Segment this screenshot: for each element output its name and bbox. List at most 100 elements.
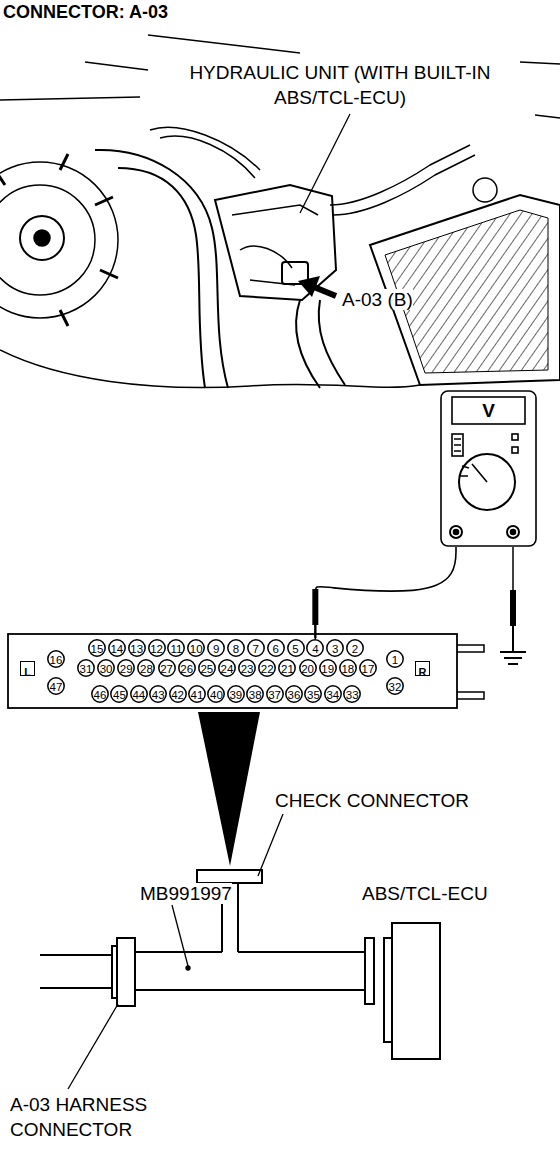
side-letter: R	[419, 667, 427, 678]
strut-rib	[0, 154, 118, 326]
terminal-pin: 10	[187, 639, 205, 657]
terminal-pin: 29	[117, 659, 135, 677]
terminal-pin: 5	[287, 639, 305, 657]
pin-number: 14	[110, 640, 123, 658]
pin-number: 43	[152, 686, 165, 704]
terminal-pin: 20	[299, 659, 317, 677]
pin-number: 21	[281, 660, 294, 678]
harness-adapter	[40, 870, 374, 1006]
terminal-pin: 13	[128, 639, 146, 657]
pin-number: 26	[180, 660, 193, 678]
voltmeter-body	[441, 391, 536, 546]
terminal-pin: 18	[339, 659, 357, 677]
leader-line	[172, 905, 188, 966]
probe-handle	[312, 589, 318, 625]
leader-dot	[186, 966, 190, 970]
terminal-pin: 36	[285, 685, 303, 703]
title-block: CONNECTOR: A-03	[3, 2, 168, 23]
pin-number: 45	[113, 686, 126, 704]
hood-line	[520, 62, 560, 64]
pin-number: 47	[50, 678, 63, 696]
pin-number: 31	[80, 660, 93, 678]
terminal-pin: 23	[238, 659, 256, 677]
strut-tower	[0, 162, 118, 318]
ecu-side-connector	[365, 938, 374, 1004]
pin-number: 23	[241, 660, 254, 678]
pin-number: 6	[272, 640, 278, 658]
hood-line	[148, 35, 300, 53]
leader-line	[258, 814, 283, 876]
tool-number: MB991997	[140, 883, 232, 904]
brake-pipe	[160, 136, 255, 178]
terminal-pin: 4	[306, 639, 324, 657]
pin-number: 3	[332, 640, 338, 658]
terminal-pin: 26	[178, 659, 196, 677]
adapter-harness	[135, 952, 365, 990]
terminal-pin: 34	[324, 685, 342, 703]
terminal-pin: 32	[386, 677, 404, 695]
pin-number: 39	[229, 686, 242, 704]
label-box: A-03 (B)	[342, 287, 413, 312]
harness-connector	[117, 938, 135, 1006]
pin-number: 42	[171, 686, 184, 704]
pin-number: 17	[362, 660, 375, 678]
hose	[319, 300, 345, 385]
pin-number: 2	[352, 640, 358, 658]
pin-number: 41	[191, 686, 204, 704]
part-label: A-03 HARNESS CONNECTOR	[10, 1094, 147, 1140]
side-marker: R	[415, 661, 430, 676]
terminal-pin: 42	[169, 685, 187, 703]
pin-number: 24	[221, 660, 234, 678]
side-marker: L	[20, 661, 35, 676]
pin-number: 13	[130, 640, 143, 658]
terminal-pin: 11	[167, 639, 185, 657]
terminal-pin: 47	[47, 677, 65, 695]
probe-handle	[510, 590, 516, 626]
meter-dial	[459, 454, 515, 510]
terminal-pin: 3	[326, 639, 344, 657]
connector-rail	[457, 645, 484, 699]
side-letter: L	[24, 667, 31, 678]
strut-mount	[20, 216, 64, 260]
terminal-pin: 22	[258, 659, 276, 677]
pin-number: 32	[389, 678, 402, 696]
label-box: CHECK CONNECTOR	[275, 788, 469, 813]
terminal-pin: 40	[207, 685, 225, 703]
terminal-pin: 31	[77, 659, 95, 677]
terminal-pin: 17	[359, 659, 377, 677]
terminal-pin: 2	[346, 639, 364, 657]
hydraulic-unit-detail	[232, 205, 318, 285]
harness-wire	[40, 955, 112, 988]
pin-number: 1	[392, 651, 398, 669]
hose	[296, 300, 320, 388]
probe-lead-group	[315, 547, 456, 639]
terminal-pin: 9	[207, 639, 225, 657]
pin-number: 8	[233, 640, 239, 658]
pin-number: 46	[94, 686, 107, 704]
pin-number: 18	[341, 660, 354, 678]
terminal-pin: 8	[227, 639, 245, 657]
hood-line	[0, 97, 140, 100]
strut-bolt	[34, 230, 50, 246]
pin-number: 34	[326, 686, 339, 704]
terminal-pin: 27	[158, 659, 176, 677]
terminal-pin: 12	[148, 639, 166, 657]
hose	[118, 168, 205, 388]
hood-line	[535, 115, 560, 118]
terminal-pin: 46	[91, 685, 109, 703]
hydraulic-unit	[215, 185, 336, 300]
probe-tip	[314, 625, 316, 638]
pin-number: 25	[200, 660, 213, 678]
pin-number: 44	[132, 686, 145, 704]
pin-number: 33	[346, 686, 359, 704]
engine-bay-drawing	[0, 35, 560, 388]
hood-line	[85, 62, 148, 70]
terminal-pin: 24	[218, 659, 236, 677]
terminal-pin: 1	[386, 650, 404, 668]
terminal-pin: 38	[246, 685, 264, 703]
connector-face	[8, 634, 457, 708]
terminal-pin: 37	[266, 685, 284, 703]
label-box: A-03 HARNESS CONNECTOR	[10, 1092, 195, 1142]
hose	[95, 150, 228, 388]
